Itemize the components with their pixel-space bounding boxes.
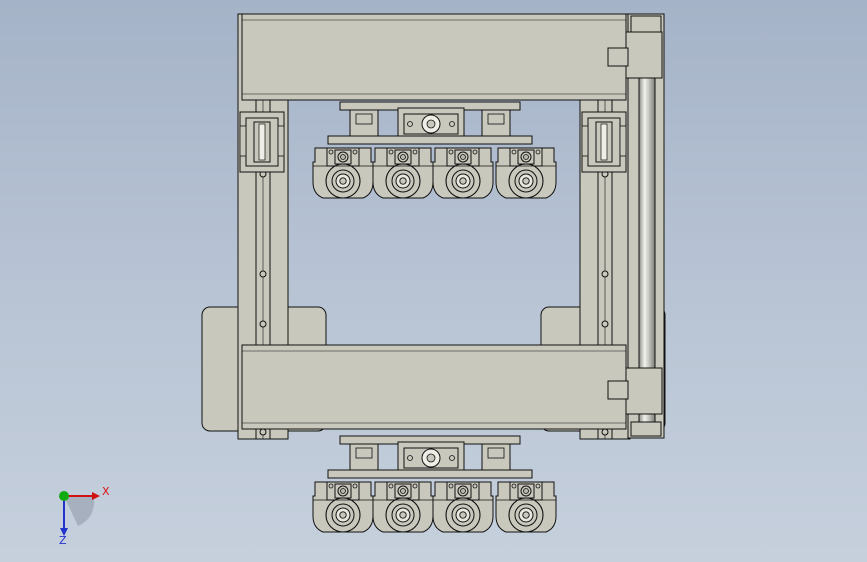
- x-axis-arrow: [92, 492, 100, 500]
- lower-roller-1: [312, 481, 374, 533]
- triad-shadow: [64, 496, 95, 526]
- z-axis-label: Z: [59, 534, 67, 546]
- z-axis-arrow: [60, 528, 68, 536]
- lower-carriage: [241, 344, 663, 430]
- upper-roller-1: [312, 147, 374, 199]
- upper-roller-2: [372, 147, 434, 199]
- right-bearing-block: [581, 111, 627, 173]
- guide-shaft: [627, 13, 665, 439]
- lower-roller-4: [495, 481, 557, 533]
- left-bearing-block: [239, 111, 285, 173]
- coordinate-triad: X Z: [59, 485, 110, 546]
- upper-roller-4: [495, 147, 557, 199]
- lower-roller-2: [372, 481, 434, 533]
- lower-roller-3: [432, 481, 494, 533]
- upper-center-bracket: [327, 101, 533, 145]
- y-axis-icon: [59, 491, 69, 501]
- upper-roller-3: [432, 147, 494, 199]
- x-axis-label: X: [102, 485, 110, 498]
- lower-center-bracket: [327, 435, 533, 479]
- upper-carriage: [241, 13, 663, 101]
